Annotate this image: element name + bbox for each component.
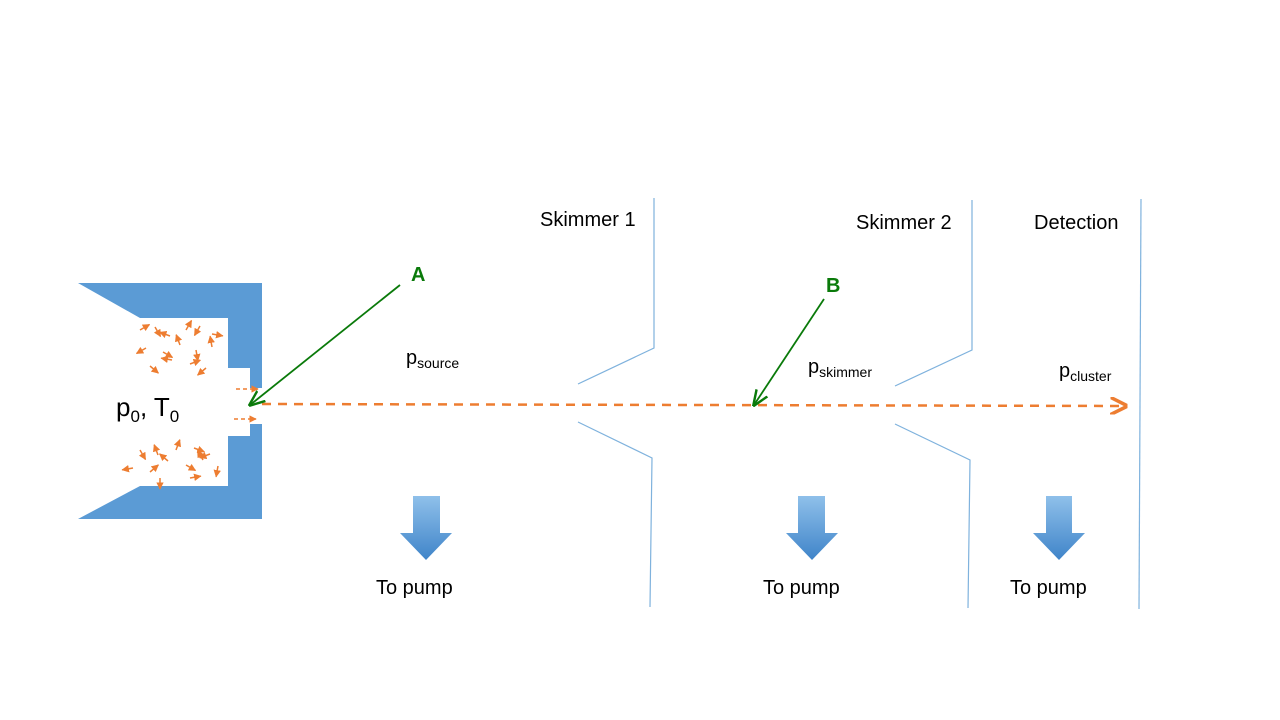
particle-arrow-icon xyxy=(211,331,224,339)
particle-arrow-icon xyxy=(153,326,162,338)
point-b-label: B xyxy=(826,275,840,297)
skimmer-1-lower-wall xyxy=(577,421,653,608)
detection-label: Detection xyxy=(1034,212,1119,234)
particle-arrow-icon xyxy=(162,350,174,359)
nozzle-upper-wall xyxy=(78,283,262,388)
particle-arrow-icon xyxy=(207,335,215,348)
skimmer-2-lower-wall xyxy=(894,423,971,609)
detection-wall xyxy=(1138,198,1142,610)
pump-arrow-1 xyxy=(400,496,452,560)
p0-base: p xyxy=(116,392,130,422)
beam-dashed-arrow-icon xyxy=(261,404,1126,406)
particle-arrow-icon xyxy=(184,319,193,331)
down-arrow-icon xyxy=(400,496,452,560)
particle-arrow-icon xyxy=(160,355,173,363)
pointer-a-arrow xyxy=(250,284,401,405)
particle-arrow-icon xyxy=(149,464,159,473)
particle-arrow-icon xyxy=(197,367,207,376)
particle-arrow-icon xyxy=(193,445,206,453)
skimmer-1-upper-wall xyxy=(577,198,655,385)
pump-1-label: To pump xyxy=(376,577,453,599)
particle-arrow-icon xyxy=(159,453,169,462)
gas-particles xyxy=(121,319,259,490)
particle-arrow-icon xyxy=(135,346,147,355)
skimmer-2-upper-wall xyxy=(894,200,973,387)
particle-arrow-icon xyxy=(139,323,151,332)
particle-arrow-icon xyxy=(158,331,171,339)
nozzle-conditions-label: p0, T0 xyxy=(116,392,179,426)
nozzle xyxy=(78,283,262,519)
particle-arrow-icon xyxy=(189,359,202,367)
particle-arrow-icon xyxy=(196,449,205,461)
p-cluster-label: pcluster xyxy=(1059,360,1112,384)
p0-subscript: 0 xyxy=(130,407,139,426)
particle-arrow-icon xyxy=(198,451,211,459)
particle-arrow-icon xyxy=(175,333,183,346)
pump-arrow-3 xyxy=(1033,496,1085,560)
particle-arrow-icon xyxy=(121,465,134,473)
t0-base: , T xyxy=(140,392,170,422)
nozzle-lower-wall xyxy=(78,424,262,519)
particle-arrow-icon xyxy=(193,325,202,337)
particle-arrow-icon xyxy=(138,449,147,461)
t0-subscript: 0 xyxy=(170,407,179,426)
down-arrow-icon xyxy=(1033,496,1085,560)
pump-2-label: To pump xyxy=(763,577,840,599)
pointer-b-arrow xyxy=(754,298,825,405)
pump-3-label: To pump xyxy=(1010,577,1087,599)
particle-arrow-icon xyxy=(185,463,197,472)
skimmer-2 xyxy=(894,200,973,609)
p-skimmer-label: pskimmer xyxy=(808,356,872,380)
skimmer-1 xyxy=(577,198,655,608)
point-a-label: A xyxy=(411,264,425,286)
particle-arrow-icon xyxy=(189,473,202,481)
skimmer-2-label: Skimmer 2 xyxy=(856,212,952,234)
particle-arrow-icon xyxy=(173,438,181,451)
p-source-label: psource xyxy=(406,347,459,371)
particle-arrow-icon xyxy=(193,349,201,362)
particle-arrow-icon xyxy=(153,443,161,456)
pump-arrow-2 xyxy=(786,496,838,560)
skimmer-1-label: Skimmer 1 xyxy=(540,209,636,231)
particle-arrow-icon xyxy=(213,465,221,478)
particle-arrow-icon xyxy=(149,365,159,374)
down-arrow-icon xyxy=(786,496,838,560)
